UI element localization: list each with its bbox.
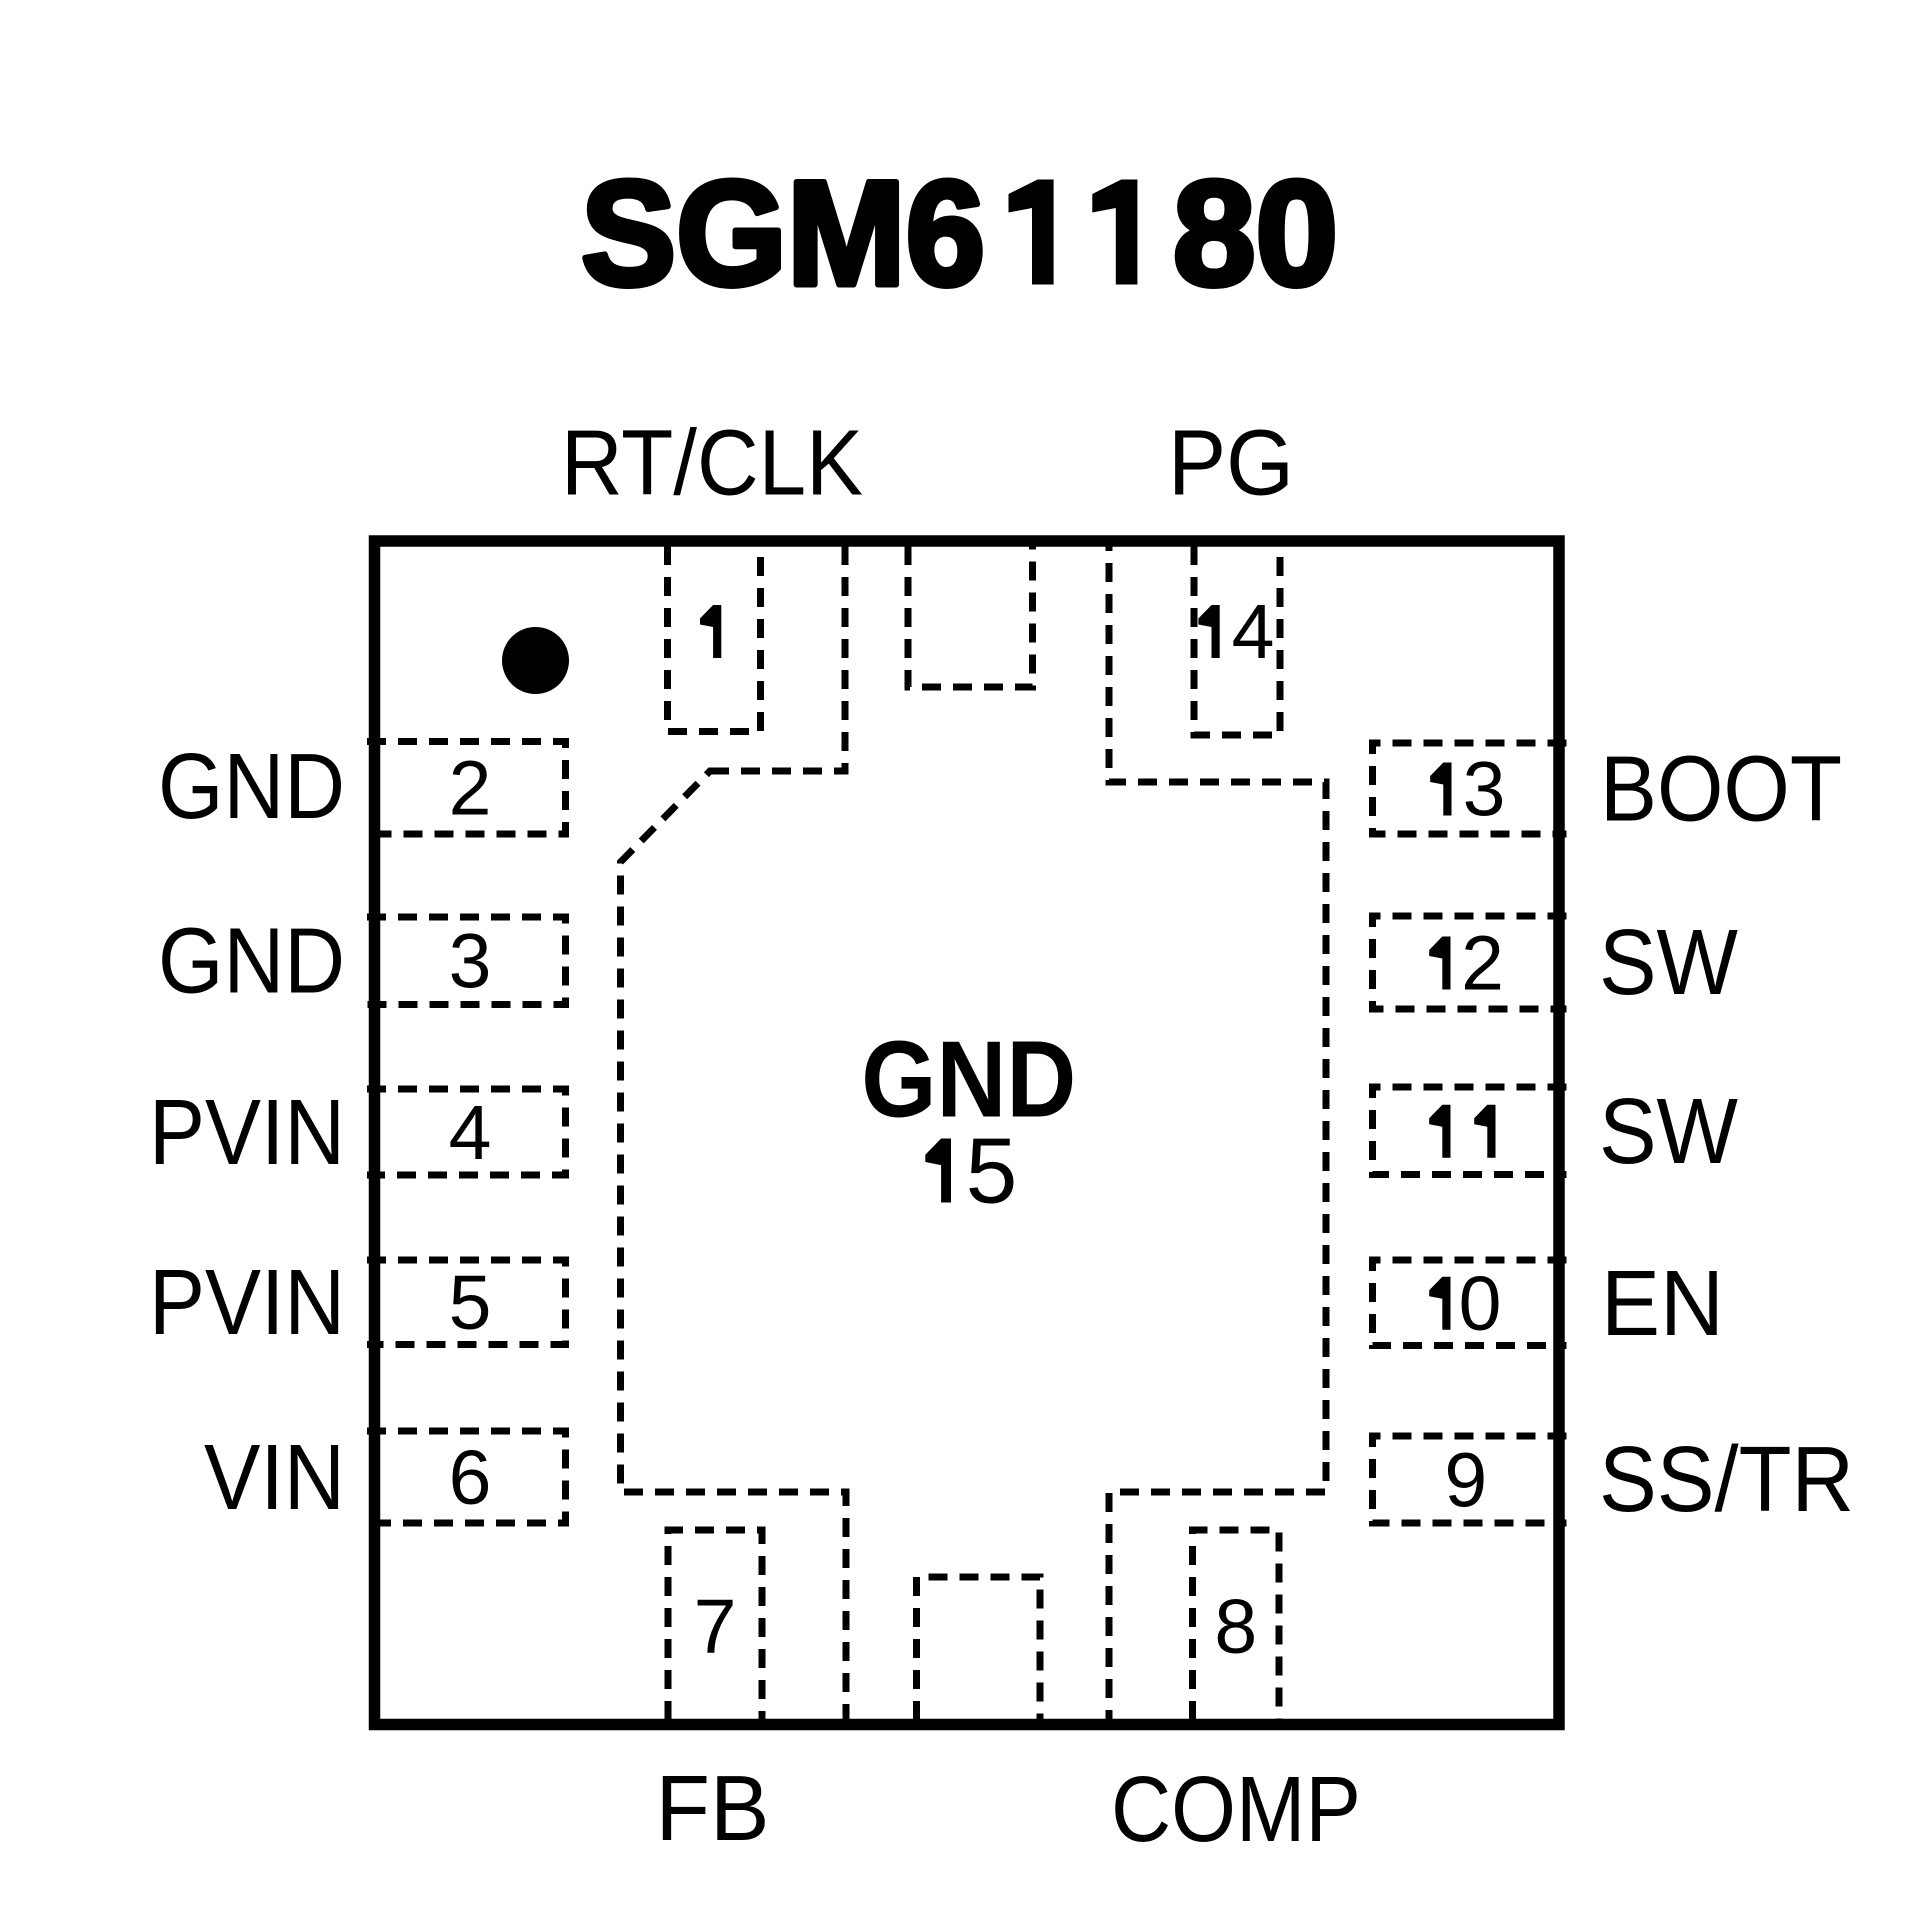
svg-text:2: 2	[449, 746, 492, 832]
svg-text:COMP: COMP	[1111, 1757, 1361, 1861]
svg-text:SW: SW	[1599, 1079, 1738, 1183]
svg-text:GND: GND	[861, 1019, 1076, 1141]
svg-text:5: 5	[966, 1119, 1018, 1223]
svg-text:7: 7	[694, 1584, 737, 1670]
svg-text:FB: FB	[656, 1756, 770, 1860]
svg-text:VIN: VIN	[204, 1425, 345, 1529]
svg-text:8: 8	[1214, 1584, 1257, 1670]
svg-text:EN: EN	[1601, 1251, 1724, 1355]
svg-text:3: 3	[1463, 747, 1506, 833]
svg-text:5: 5	[449, 1260, 492, 1346]
svg-text:PG: PG	[1168, 411, 1294, 515]
svg-text:RT/CLK: RT/CLK	[561, 411, 863, 515]
svg-text:0: 0	[1459, 1261, 1502, 1347]
svg-text:9: 9	[1444, 1438, 1487, 1524]
svg-text:3: 3	[449, 919, 492, 1005]
svg-text:GND: GND	[158, 734, 345, 838]
svg-text:6: 6	[449, 1435, 492, 1521]
svg-text:PVIN: PVIN	[149, 1080, 345, 1184]
svg-text:SW: SW	[1599, 910, 1738, 1014]
svg-text:4: 4	[449, 1090, 492, 1176]
svg-text:80: 80	[1173, 150, 1338, 317]
svg-text:4: 4	[1232, 589, 1275, 675]
svg-text:SGM6: SGM6	[581, 150, 985, 317]
svg-text:2: 2	[1461, 921, 1504, 1007]
svg-text:BOOT: BOOT	[1600, 737, 1842, 841]
svg-text:PVIN: PVIN	[149, 1250, 345, 1354]
svg-text:GND: GND	[158, 909, 345, 1013]
svg-text:SS/TR: SS/TR	[1599, 1427, 1854, 1531]
